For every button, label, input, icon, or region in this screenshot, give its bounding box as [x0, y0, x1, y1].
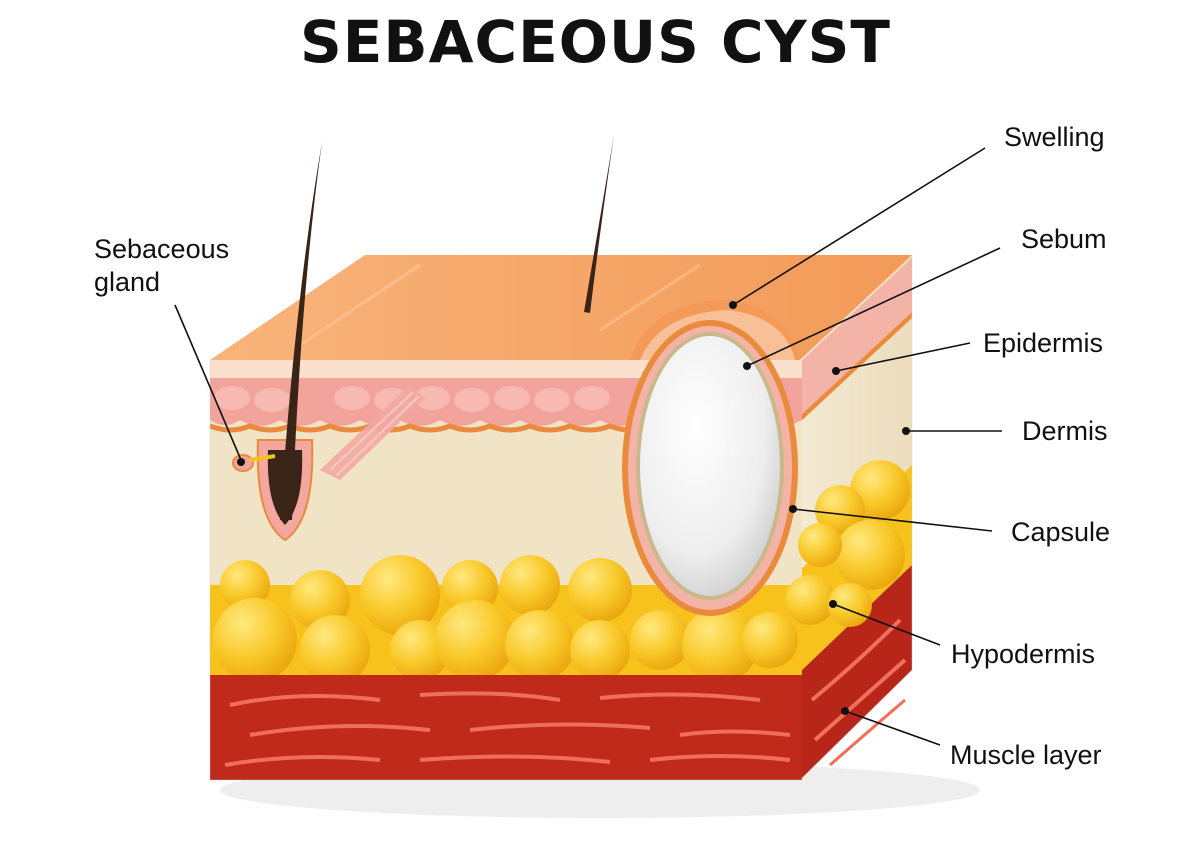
label-swelling: Swelling [1004, 122, 1105, 152]
cyst [622, 320, 798, 616]
label-epidermis: Epidermis [983, 328, 1103, 358]
fat-cells-right [785, 460, 910, 627]
leader-sebaceous-gland [174, 304, 242, 461]
label-sebaceous-gland-line1: Sebaceous [94, 234, 229, 264]
leader-epidermis [835, 342, 971, 372]
skin-surface-top [210, 255, 912, 360]
label-sebum: Sebum [1021, 224, 1107, 254]
label-sebaceous-gland-line2: gland [94, 267, 160, 297]
leader-lines [174, 147, 1002, 746]
label-muscle-layer: Muscle layer [950, 740, 1102, 770]
label-capsule: Capsule [1011, 517, 1110, 547]
leader-capsule [792, 508, 993, 532]
fat-cells [213, 555, 798, 685]
hair-shaft-left [280, 142, 322, 520]
leader-hypodermis [832, 603, 941, 646]
leader-sebum [746, 247, 1001, 367]
sebum-mass [640, 336, 780, 596]
diagram-title: SEBACEOUS CYST [300, 8, 891, 76]
label-hypodermis: Hypodermis [951, 639, 1095, 669]
leader-swelling [732, 147, 986, 306]
label-dermis: Dermis [1022, 416, 1108, 446]
leader-muscle-layer [844, 710, 941, 746]
hair-shaft-right [584, 135, 614, 313]
